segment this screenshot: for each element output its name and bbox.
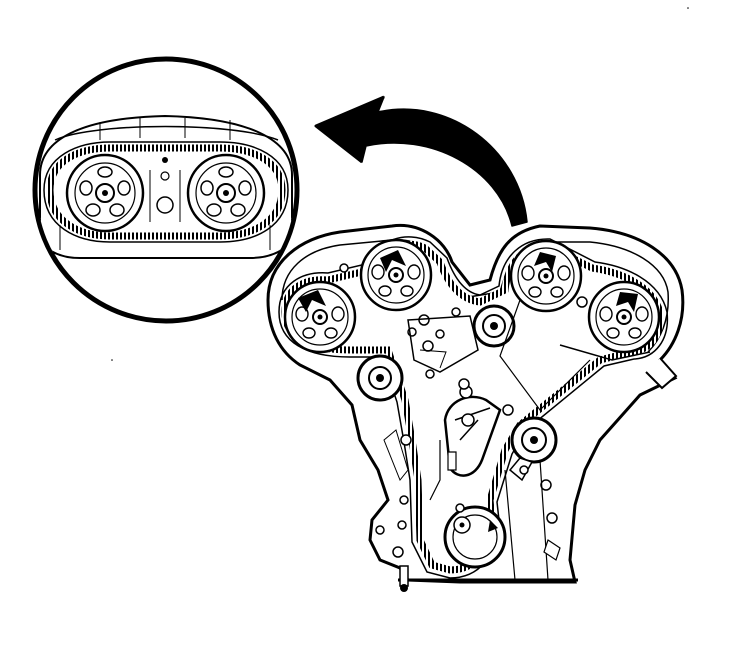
alignment-mark-arrow-icon (616, 292, 638, 312)
crankshaft-sprocket (443, 505, 507, 569)
alignment-mark-arrow-icon (298, 290, 326, 312)
camshaft-sprocket-right-intake (509, 239, 583, 313)
inset-left-camshaft-sprocket (65, 153, 145, 233)
magnified-inset (32, 56, 300, 324)
inset-right-camshaft-sprocket (186, 153, 266, 233)
camshaft-sprocket-left-exhaust (283, 280, 357, 354)
upper-idler-pulley (472, 304, 516, 348)
left-idler-pulley (356, 354, 404, 402)
tensioner-arm (443, 395, 502, 477)
engine-front-assembly (266, 223, 685, 592)
camshaft-sprocket-right-exhaust (587, 280, 661, 354)
camshaft-sprocket-left-intake (359, 238, 433, 312)
inset-timing-belt (46, 144, 286, 240)
alignment-mark-arrow-icon (534, 252, 556, 272)
alignment-mark-arrow-icon (380, 250, 406, 272)
fastener-bolts (339, 263, 588, 558)
callout-arrow (314, 95, 528, 227)
